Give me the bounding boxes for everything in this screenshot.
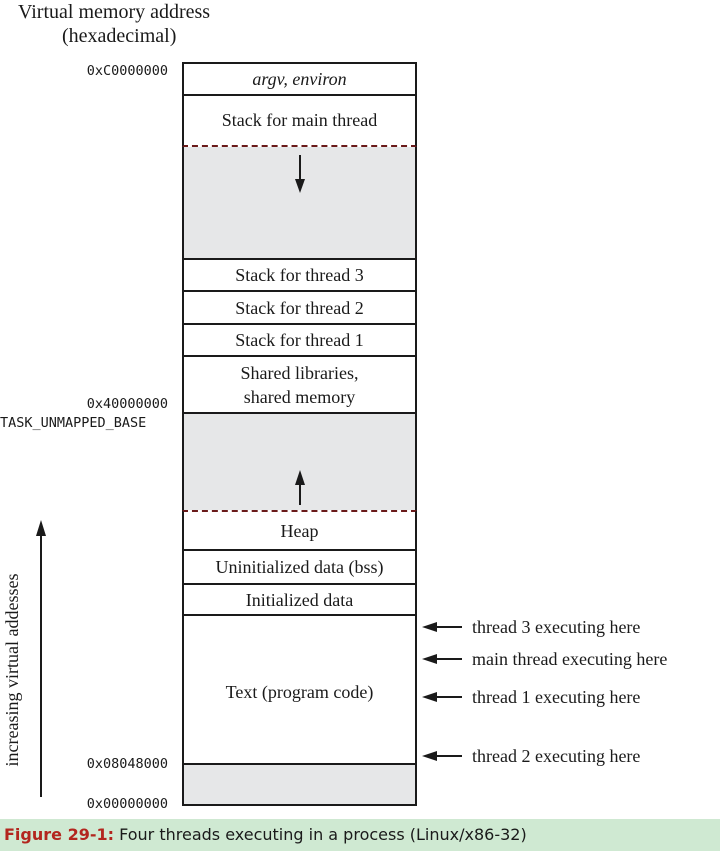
segment-stack-thread-3: Stack for thread 3 [182, 258, 417, 290]
address-top: 0xC0000000 [86, 63, 168, 79]
segment-text: Text (program code) [182, 614, 417, 763]
address-bottom: 0x00000000 [86, 796, 168, 812]
segment-stack-2-label: Stack for thread 2 [235, 297, 364, 318]
address-text-start: 0x08048000 [86, 756, 168, 772]
thread-3-pointer-arrow-icon [422, 622, 462, 632]
segment-bss-label: Uninitialized data (bss) [215, 557, 384, 577]
annotation-main-thread: main thread executing here [472, 649, 668, 669]
main-thread-pointer-arrow-icon [422, 654, 462, 664]
segment-data-label: Initialized data [245, 589, 354, 610]
heap-growth-arrow-icon [295, 470, 305, 505]
segment-argv-label: argv, environ [252, 69, 347, 89]
segment-stack-thread-1: Stack for thread 1 [182, 323, 417, 355]
increasing-addresses-arrow-icon [36, 520, 46, 797]
thread-2-pointer-arrow-icon [422, 751, 462, 761]
annotation-thread-3: thread 3 executing here [472, 617, 641, 637]
segment-bss: Uninitialized data (bss) [182, 549, 417, 583]
caption-label: Figure 29-1: [4, 825, 115, 844]
segment-initialized-data: Initialized data [182, 583, 417, 614]
segment-shared-libraries: Shared libraries, shared memory [182, 355, 417, 412]
stack-growth-arrow-icon [295, 155, 305, 193]
segment-main-stack: Stack for main thread [182, 94, 417, 147]
segment-stack-1-label: Stack for thread 1 [235, 330, 364, 350]
segment-argv-environ: argv, environ [182, 62, 417, 94]
caption-text: Four threads executing in a process (Lin… [114, 825, 527, 844]
segment-stack-3-label: Stack for thread 3 [235, 265, 364, 285]
segment-below-text [182, 763, 417, 806]
segment-heap: Heap [182, 510, 417, 549]
figure-caption: Figure 29-1: Four threads executing in a… [0, 819, 720, 851]
segment-main-stack-label: Stack for main thread [221, 110, 378, 130]
segment-heap-label: Heap [280, 520, 319, 541]
segment-text-label: Text (program code) [225, 682, 374, 702]
axis-label-increasing-addresses: increasing virtual addesses [2, 573, 22, 767]
thread-1-pointer-arrow-icon [422, 692, 462, 702]
address-mid: 0x40000000 [86, 396, 168, 412]
address-mid-name: TASK_UNMAPPED_BASE [0, 415, 147, 431]
annotation-thread-2: thread 2 executing here [472, 746, 641, 766]
segment-stack-thread-2: Stack for thread 2 [182, 290, 417, 323]
header-line-2: (hexadecimal) [62, 25, 177, 47]
segment-shlib-line-1: Shared libraries, [240, 362, 359, 383]
header-line-1: Virtual memory address [18, 1, 211, 23]
segment-shlib-line-2: shared memory [243, 386, 356, 407]
annotation-thread-1: thread 1 executing here [472, 687, 641, 707]
